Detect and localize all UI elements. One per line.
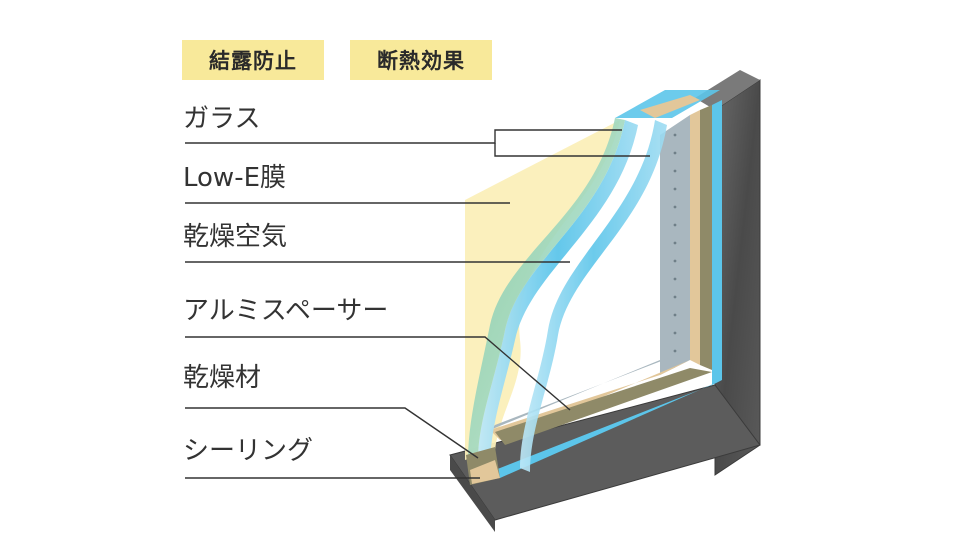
glass-pane-inner	[520, 120, 667, 472]
outer-glass-edge	[712, 100, 722, 385]
spacer-bottom	[490, 350, 712, 445]
badge-insulation-effect: 断熱効果	[350, 40, 492, 80]
leader-desiccant	[185, 407, 479, 459]
low-e-coating	[468, 118, 625, 460]
label-sealing: シーリング	[183, 436, 314, 466]
label-aluminum-spacer: アルミスペーサー	[183, 296, 389, 326]
label-desiccant: 乾燥材	[183, 363, 262, 393]
leader-spacer	[185, 336, 571, 411]
leader-lines	[185, 129, 650, 479]
label-glass: ガラス	[183, 104, 261, 134]
label-low-e-film: Low-E膜	[183, 163, 287, 193]
desiccant-top	[640, 95, 700, 118]
badge-condensation-prevention: 結露防止	[182, 40, 324, 80]
leader-glass	[185, 129, 622, 144]
spacer-vertical	[660, 105, 712, 375]
label-dry-air: 乾燥空気	[183, 222, 288, 252]
glass-pane-outer	[478, 120, 638, 468]
window-frame	[449, 70, 761, 532]
leader-glass-2	[494, 143, 650, 157]
outer-glass-bottom	[495, 380, 722, 478]
